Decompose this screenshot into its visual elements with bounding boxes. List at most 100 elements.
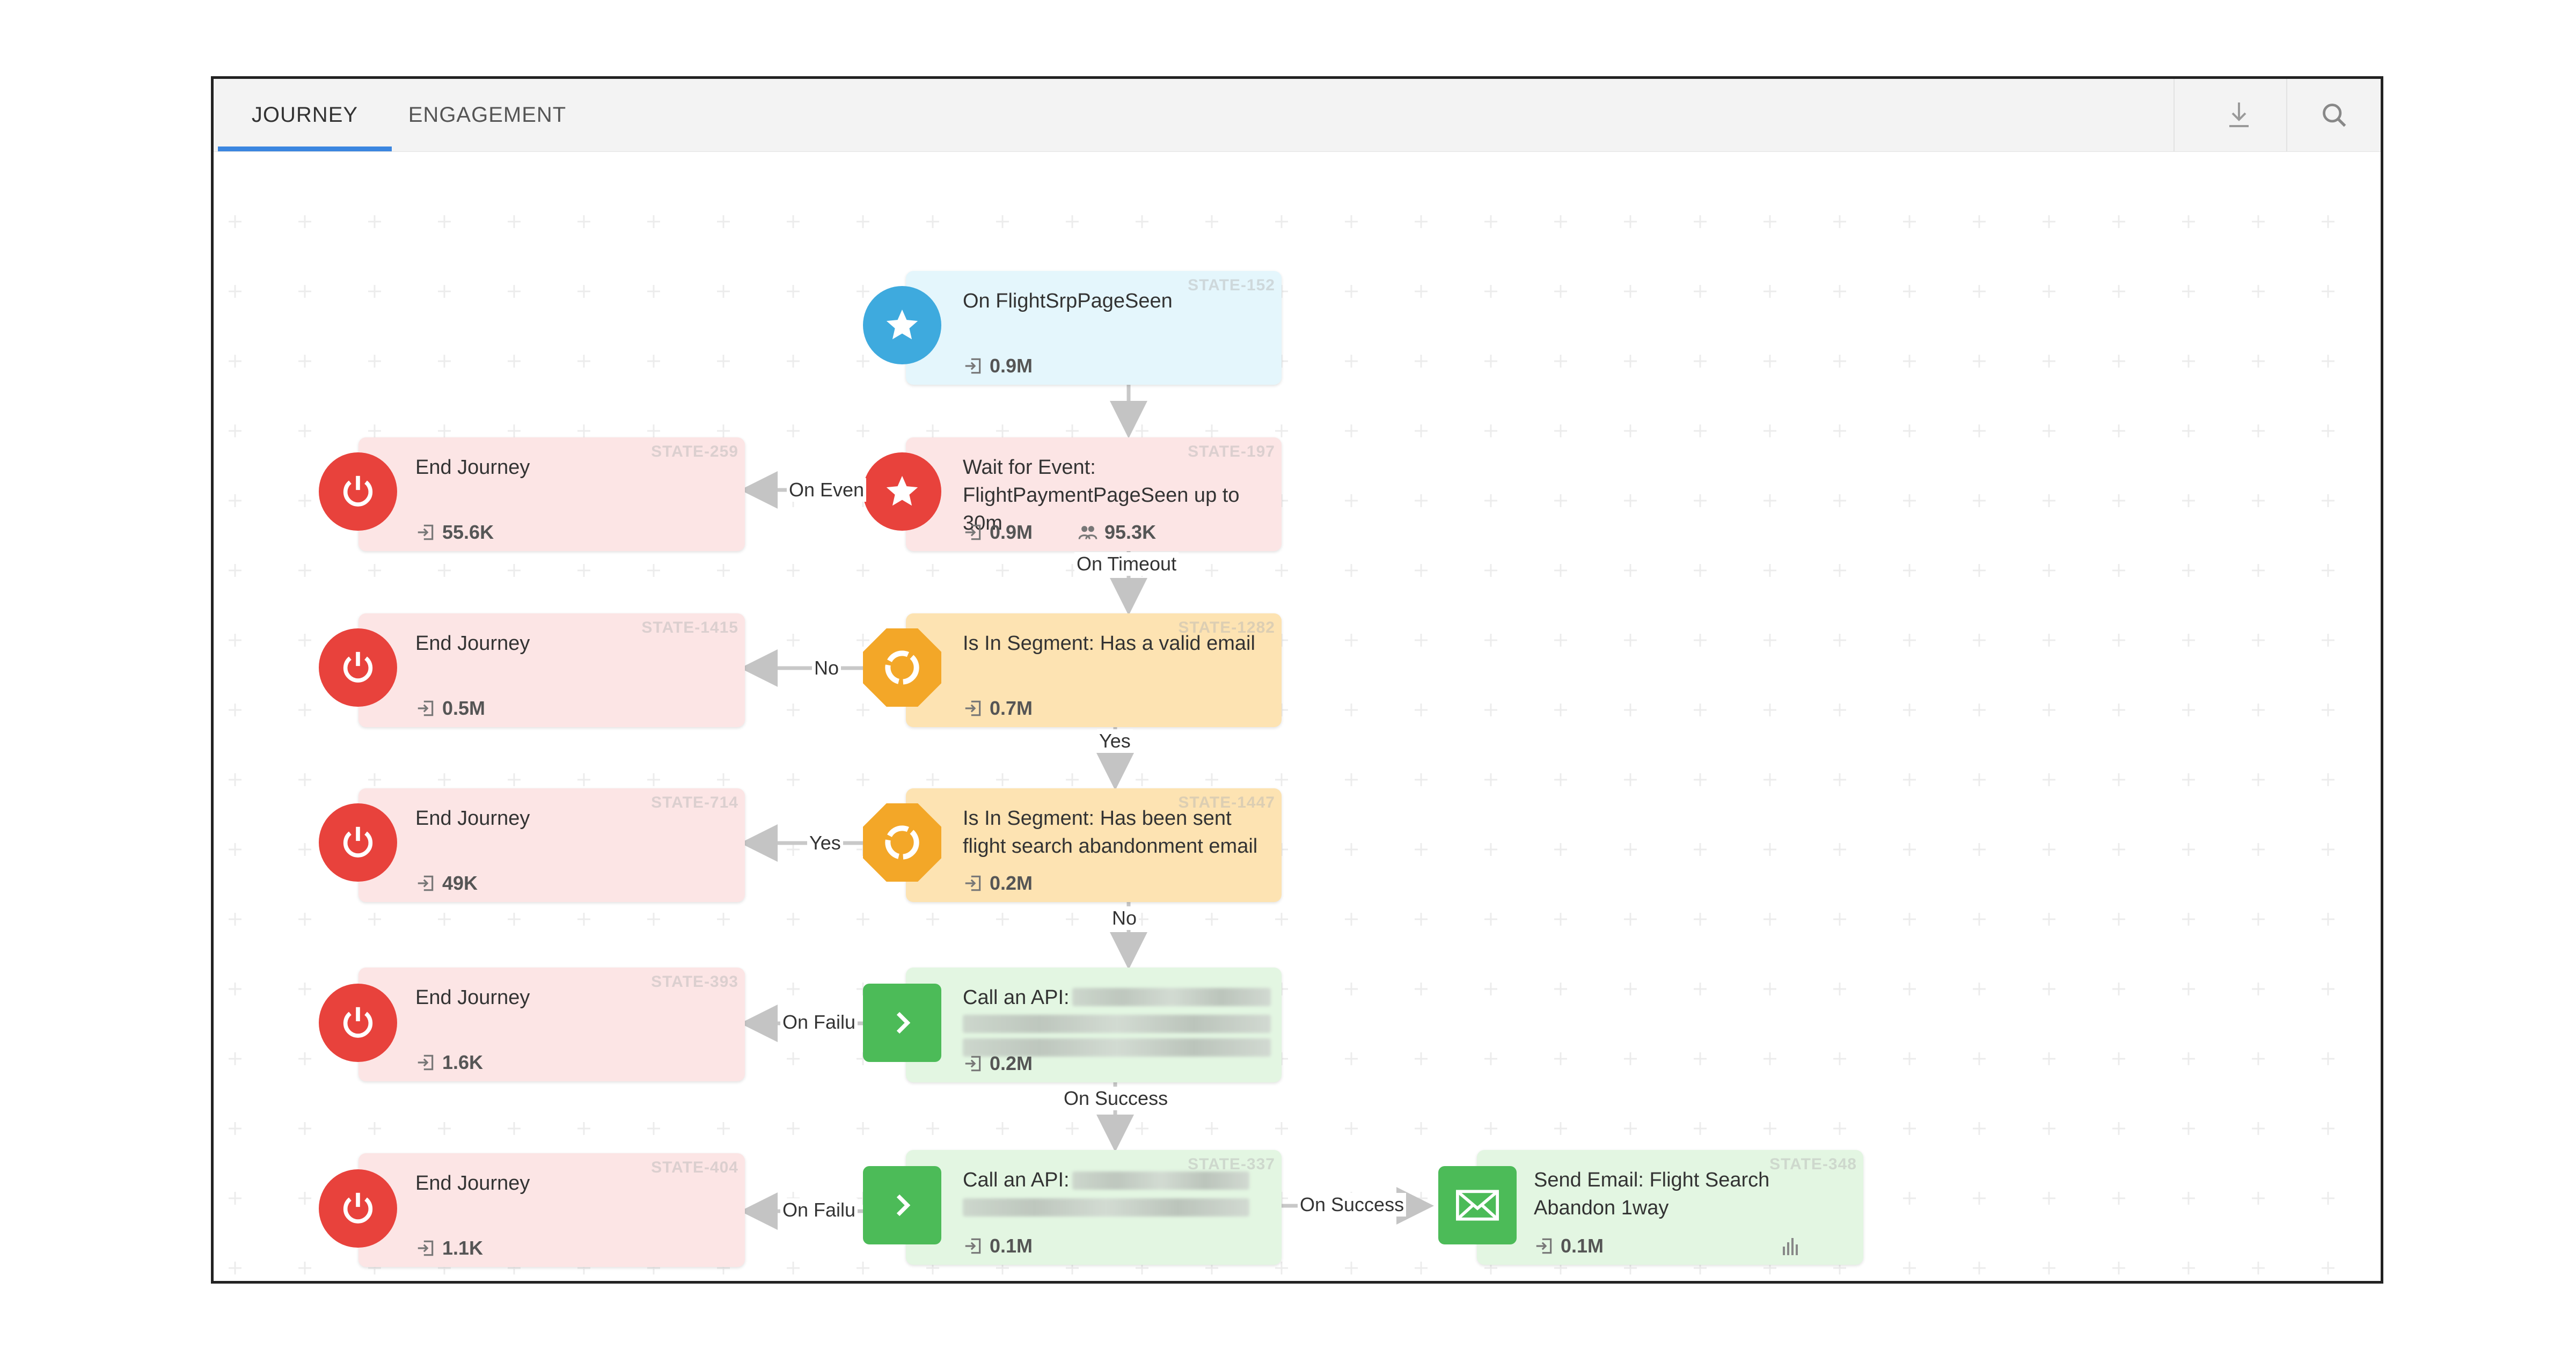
node-entry-count: 55.6K (415, 521, 494, 544)
edge-label-on-timeout: On Timeout (1074, 552, 1179, 576)
edge-label-on-success: On Success (1298, 1193, 1407, 1217)
entry-count-value: 1.6K (442, 1051, 484, 1073)
node-title: Is In Segment: Has been sent flight sear… (963, 807, 1258, 858)
node-title: On FlightSrpPageSeen (963, 290, 1173, 312)
node-state-id: STATE-1447 (1178, 794, 1275, 811)
node-entry-count: 0.9M (963, 355, 1033, 377)
chevron-right-icon (863, 1166, 941, 1244)
entry-count-value: 49K (442, 872, 478, 894)
node-segment-sent-abandonment[interactable]: STATE-1447 Is In Segment: Has been sent … (906, 788, 1282, 902)
download-button[interactable] (2174, 79, 2303, 151)
node-call-api-2[interactable]: STATE-337 Call an API: 0.1M (906, 1150, 1282, 1265)
entry-count-value: 0.1M (1561, 1235, 1604, 1257)
node-end-journey-3[interactable]: STATE-714 End Journey 49K (358, 788, 745, 902)
node-wait-for-event[interactable]: STATE-197 Wait for Event: FlightPaymentP… (906, 437, 1282, 551)
segment-icon (863, 628, 941, 707)
node-title: End Journey (415, 632, 530, 655)
journey-window: JOURNEY ENGAGEMENT (211, 76, 2383, 1284)
node-state-id: STATE-714 (651, 794, 738, 811)
power-icon (319, 803, 397, 882)
node-state-id: STATE-1415 (641, 619, 738, 636)
node-title: End Journey (415, 807, 530, 830)
node-on-flight-srp-page-seen[interactable]: STATE-152 On FlightSrpPageSeen 0.9M (906, 271, 1282, 385)
entry-icon (965, 700, 981, 716)
tab-engagement[interactable]: ENGAGEMENT (408, 103, 567, 127)
entry-icon (965, 1238, 981, 1254)
node-entry-count: 1.1K (415, 1237, 483, 1259)
node-waiting-count: 95.3K (1078, 521, 1156, 544)
entry-icon (965, 1056, 981, 1072)
node-call-api-1[interactable]: Call an API: 0.2M (906, 968, 1282, 1082)
redacted-text (1072, 988, 1271, 1006)
node-title: End Journey (415, 456, 530, 479)
entry-count-value: 0.5M (442, 697, 486, 719)
node-entry-count: 1.6K (415, 1051, 483, 1074)
bar-chart-icon[interactable] (1782, 1236, 1799, 1255)
node-end-journey-4[interactable]: STATE-393 End Journey 1.6K (358, 968, 745, 1081)
node-entry-count: 0.9M (963, 521, 1033, 544)
node-title: Send Email: Flight Search Abandon 1way (1534, 1169, 1770, 1219)
node-segment-valid-email[interactable]: STATE-1282 Is In Segment: Has a valid em… (906, 613, 1282, 727)
grid-marks (229, 215, 2334, 1274)
redacted-text (963, 1198, 1249, 1217)
power-icon (319, 452, 397, 531)
entry-icon (418, 524, 434, 540)
chevron-right-icon (863, 984, 941, 1062)
entry-count-value: 0.9M (990, 355, 1033, 377)
edge-label-no: No (1110, 906, 1139, 930)
node-entry-count: 0.7M (963, 697, 1033, 720)
entry-icon (418, 1054, 434, 1071)
search-button[interactable] (2286, 79, 2382, 151)
entry-icon (1536, 1238, 1552, 1254)
node-title: Call an API: (963, 986, 1070, 1009)
envelope-icon (1438, 1166, 1517, 1244)
node-end-journey-2[interactable]: STATE-1415 End Journey 0.5M (358, 613, 745, 727)
tab-journey[interactable]: JOURNEY (218, 79, 392, 151)
search-icon (2323, 103, 2346, 127)
power-icon (319, 1169, 397, 1248)
node-state-id: STATE-393 (651, 973, 738, 991)
users-icon (1078, 526, 1097, 540)
node-state-id: STATE-152 (1188, 276, 1275, 294)
redacted-text (1072, 1171, 1249, 1190)
edge-label-on-failure: On Failu (780, 1010, 858, 1034)
download-icon (2229, 102, 2249, 127)
entry-icon (418, 875, 434, 891)
edge-label-no: No (812, 656, 841, 680)
redacted-text (963, 1015, 1271, 1033)
node-entry-count: 0.5M (415, 697, 485, 720)
node-entry-count: 0.1M (1534, 1235, 1604, 1257)
node-entry-count: 0.2M (963, 1052, 1033, 1075)
node-state-id: STATE-197 (1188, 443, 1275, 460)
node-state-id: STATE-348 (1769, 1155, 1857, 1173)
entry-icon (965, 358, 981, 374)
power-icon (319, 984, 397, 1062)
entry-count-value: 55.6K (442, 521, 494, 543)
entry-icon (418, 1240, 434, 1256)
entry-count-value: 1.1K (442, 1237, 484, 1259)
node-end-journey-1[interactable]: STATE-259 End Journey 55.6K (358, 437, 745, 551)
redacted-text (963, 1038, 1271, 1057)
node-title: Is In Segment: Has a valid email (963, 632, 1255, 655)
node-state-id: STATE-259 (651, 443, 738, 460)
node-end-journey-5[interactable]: STATE-404 End Journey 1.1K (358, 1153, 745, 1267)
power-icon (319, 628, 397, 707)
segment-icon (863, 803, 941, 882)
node-title: Wait for Event: FlightPaymentPageSeen up… (963, 456, 1240, 534)
node-title: End Journey (415, 986, 530, 1009)
edge-label-on-success: On Success (1062, 1087, 1170, 1110)
node-state-id: STATE-404 (651, 1159, 738, 1176)
node-send-email[interactable]: STATE-348 Send Email: Flight Search Aban… (1477, 1150, 1863, 1265)
tab-bar: JOURNEY ENGAGEMENT (214, 79, 2381, 152)
journey-canvas[interactable]: STATE-152 On FlightSrpPageSeen 0.9M STAT… (214, 152, 2381, 1281)
edge-label-on-event: On Even (787, 478, 867, 502)
node-entry-count: 49K (415, 872, 478, 895)
waiting-count-value: 95.3K (1104, 521, 1157, 543)
edge-label-yes: Yes (807, 831, 843, 855)
entry-icon (965, 524, 981, 540)
entry-icon (418, 700, 434, 716)
entry-icon (965, 875, 981, 891)
node-entry-count: 0.1M (963, 1235, 1033, 1257)
entry-count-value: 0.9M (990, 521, 1033, 543)
star-icon (863, 452, 941, 531)
